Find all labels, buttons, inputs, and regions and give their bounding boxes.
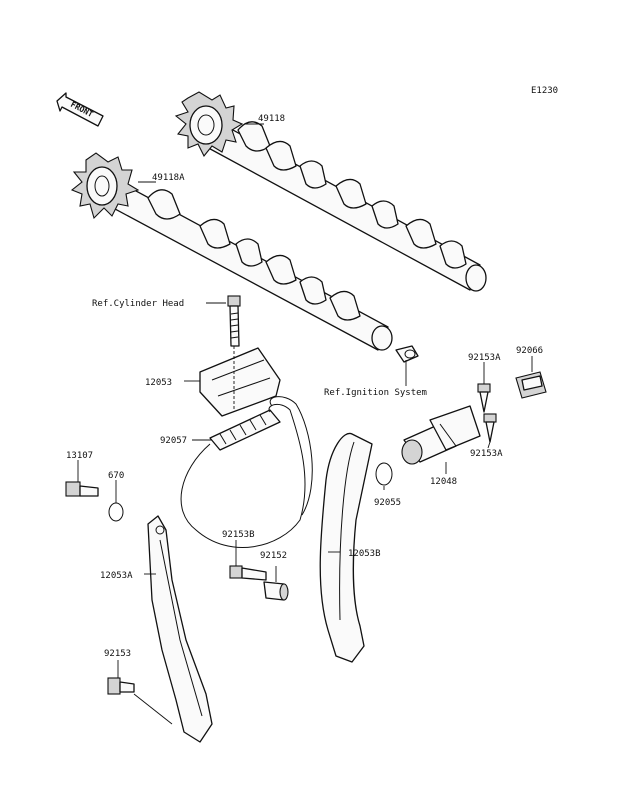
label-92066: 92066 — [516, 346, 543, 356]
tensioner-bolt-lower[interactable] — [483, 413, 497, 443]
label-49118: 49118 — [258, 114, 285, 124]
camshaft-end-cap[interactable] — [395, 345, 419, 363]
label-92057: 92057 — [160, 436, 187, 446]
timing-chain[interactable] — [180, 396, 313, 549]
oring[interactable] — [108, 502, 124, 522]
guide-bolt[interactable] — [107, 677, 135, 695]
diagram-code: E1230 — [531, 86, 558, 96]
label-92153a-lower: 92153A — [470, 449, 503, 459]
label-92152: 92152 — [260, 551, 287, 561]
plug-bolt[interactable] — [65, 481, 99, 497]
label-12048: 12048 — [430, 477, 457, 487]
label-12053a: 12053A — [100, 571, 133, 581]
label-92153b: 92153B — [222, 530, 255, 540]
camshaft-exhaust[interactable] — [174, 91, 487, 292]
camshaft-intake[interactable] — [70, 152, 393, 351]
tensioner-bolt-upper[interactable] — [477, 383, 491, 413]
label-ref-ignition-system: Ref.Ignition System — [324, 388, 427, 398]
label-ref-cylinder-head: Ref.Cylinder Head — [92, 299, 184, 309]
guide-bolt-b[interactable] — [229, 565, 267, 581]
front-arrow-icon: FRONT — [56, 92, 104, 127]
label-92153a-upper: 92153A — [468, 353, 501, 363]
label-12053: 12053 — [145, 378, 172, 388]
guide-collar[interactable] — [263, 581, 289, 601]
label-670: 670 — [108, 471, 124, 481]
cam-chain-tensioner[interactable] — [401, 405, 481, 465]
chain-guide-upper[interactable] — [199, 346, 281, 417]
label-49118a: 49118A — [152, 173, 185, 183]
label-13107: 13107 — [66, 451, 93, 461]
chain-guide-rear[interactable] — [319, 432, 373, 663]
label-92055: 92055 — [374, 498, 401, 508]
chain-guide-bolt-top[interactable] — [227, 295, 241, 347]
chain-guide-front[interactable] — [147, 515, 213, 743]
label-12053b: 12053B — [348, 549, 381, 559]
tensioner-gasket[interactable] — [375, 462, 393, 486]
label-92153: 92153 — [104, 649, 131, 659]
tensioner-cap-bolt[interactable] — [515, 371, 547, 399]
